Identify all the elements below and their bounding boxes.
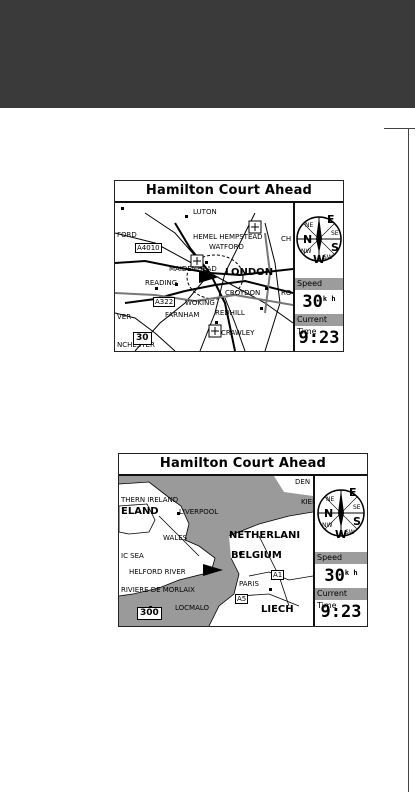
- place-label: THERN IRELAND: [121, 496, 179, 504]
- gps-screen-regional-map: Hamilton Court Ahead DEN THERN IREL: [118, 453, 368, 627]
- current-time-field: 9:23A M: [295, 326, 343, 350]
- compass-sw-label: SW: [323, 254, 333, 261]
- compass-w-label: W: [313, 253, 325, 266]
- compass-ne-label: NE: [305, 222, 313, 229]
- compass: N E S W NE SE SW NW: [295, 203, 343, 277]
- current-time-value: 9:23: [320, 602, 362, 622]
- place-label: FARNHAM: [165, 311, 200, 319]
- place-label: LIVERPOOL: [179, 508, 219, 516]
- speed-value: 30: [324, 566, 345, 586]
- map-scale: 300: [137, 607, 162, 620]
- compass-nw-label: NW: [322, 522, 332, 529]
- place-label: RIVIERE DE MORLAIX: [121, 586, 195, 594]
- top-banner: [0, 0, 415, 108]
- place-label: DEN: [295, 478, 311, 486]
- place-label: RO: [281, 289, 292, 297]
- compass: N E S W NE SE SW NW: [315, 476, 367, 550]
- place-label: WATFORD: [209, 243, 244, 251]
- place-label: HEMEL HEMPSTEAD: [193, 233, 263, 241]
- compass-w-label: W: [335, 528, 347, 541]
- place-label: WOKING: [185, 299, 215, 307]
- compass-s-label: S: [331, 241, 339, 254]
- compass-e-label: E: [349, 486, 357, 499]
- place-label: REDHILL: [215, 309, 245, 317]
- place-label: CROYDON: [225, 289, 261, 297]
- compass-se-label: SE: [353, 504, 361, 511]
- compass-ne-label: NE: [326, 496, 334, 503]
- country-label: LIECH: [261, 604, 294, 615]
- country-label: NETHERLANI: [229, 530, 301, 541]
- road-shield: A4010: [135, 243, 162, 253]
- place-label: KIEL: [301, 498, 313, 506]
- current-time-label: Current Time: [315, 588, 367, 610]
- place-label: VER: [117, 313, 132, 321]
- speed-label: Speed: [295, 278, 343, 290]
- margin-rule: [408, 128, 409, 792]
- compass-s-label: S: [353, 515, 361, 528]
- place-label: FORD: [117, 231, 137, 239]
- place-label: CRAWLEY: [221, 329, 255, 337]
- compass-needle: [316, 217, 322, 253]
- current-time-value: 9:23: [298, 328, 340, 348]
- speed-label: Speed: [315, 552, 367, 564]
- gps-screen-local-map: Hamilton Court Ahead: [114, 180, 344, 352]
- current-time-label: Current Time: [295, 314, 343, 336]
- place-label: MAIDENHEAD: [169, 265, 217, 273]
- road-shield: A1: [271, 570, 285, 580]
- map-view[interactable]: LUTON FORD HEMEL HEMPSTEAD CH A4010 WATF…: [115, 203, 293, 351]
- place-label: WALES: [163, 534, 188, 542]
- place-label: IC SEA: [121, 552, 144, 560]
- map-scale: 30: [133, 332, 152, 345]
- margin-rule-top: [384, 128, 415, 129]
- compass-nw-label: NW: [301, 248, 311, 255]
- data-fields-panel: N E S W NE SE SW NW Speed 30k h Current …: [313, 476, 367, 626]
- country-label: ELAND: [121, 506, 159, 517]
- road-shield: A5: [235, 594, 249, 604]
- screen-title: Hamilton Court Ahead: [119, 454, 367, 476]
- speed-value-field: 30k h: [295, 290, 343, 314]
- vehicle-position-arrow: [199, 271, 219, 283]
- country-label: BELGIUM: [231, 550, 282, 561]
- current-time-field: 9:23A M: [315, 600, 367, 624]
- place-label: HELFORD RIVER: [129, 568, 186, 576]
- place-label: CH: [281, 235, 292, 243]
- speed-unit: k h: [322, 295, 336, 303]
- data-fields-panel: N E S W NE SE SW NW Speed 30k h Current …: [293, 203, 343, 351]
- road-shield: A322: [153, 297, 176, 307]
- compass-n-label: N: [324, 507, 333, 520]
- place-label: NCHESTER: [117, 341, 155, 349]
- compass-needle: [338, 490, 344, 528]
- compass-n-label: N: [303, 233, 312, 246]
- speed-unit: k h: [344, 569, 358, 577]
- compass-e-label: E: [327, 213, 335, 226]
- place-label: LUTON: [193, 208, 217, 216]
- speed-value: 30: [302, 292, 323, 312]
- compass-sw-label: SW: [345, 529, 355, 536]
- vehicle-position-arrow: [203, 564, 223, 576]
- place-label: PARIS: [239, 580, 259, 588]
- road-map: [115, 207, 293, 351]
- map-view[interactable]: DEN THERN IRELAND KIEL ELAND LIVERPOOL W…: [119, 476, 313, 626]
- compass-se-label: SE: [331, 230, 339, 237]
- place-label: READING: [145, 279, 178, 287]
- speed-value-field: 30k h: [315, 564, 367, 588]
- screen-title: Hamilton Court Ahead: [115, 181, 343, 203]
- city-label: LONDON: [225, 267, 274, 278]
- place-label: LOCMALO: [175, 604, 210, 612]
